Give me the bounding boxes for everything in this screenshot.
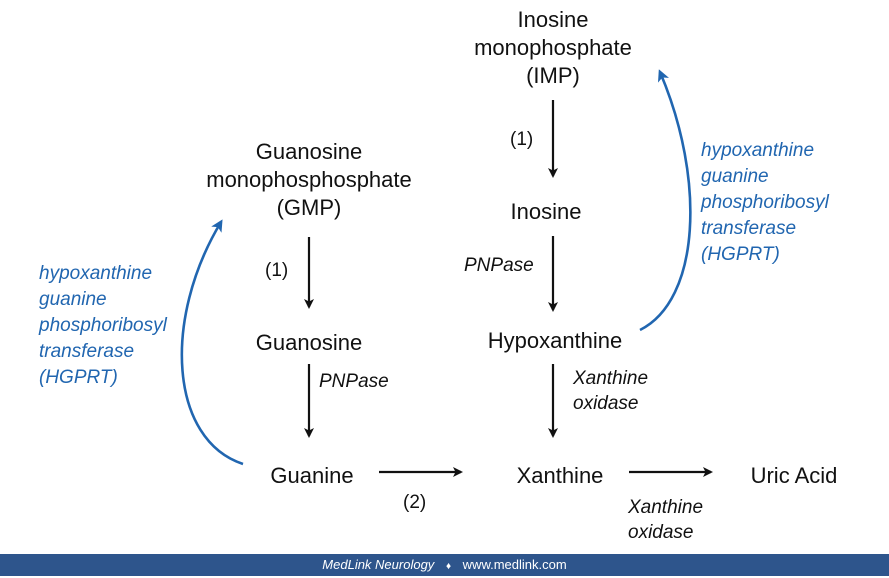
enzyme-hgprt-right: hypoxanthine guanine phosphoribosyl tran… — [701, 138, 829, 268]
enzyme-hgprt-right-line-2: guanine — [701, 166, 769, 187]
footer-url[interactable]: www.medlink.com — [462, 557, 567, 572]
enzyme-xanthine-oxidase-1-line-2: oxidase — [573, 393, 639, 414]
node-gmp-line-2: monophosphosphate — [206, 167, 412, 192]
node-imp-line-1: Inosine — [517, 7, 589, 32]
enzyme-xanthine-oxidase-1: Xanthine oxidase — [573, 366, 648, 416]
step-label-guanine-xanthine: (2) — [403, 492, 427, 513]
enzyme-pnpase-inosine: PNPase — [464, 255, 534, 276]
node-hypoxanthine: Hypoxanthine — [487, 328, 623, 353]
enzyme-pnpase-guanosine: PNPase — [319, 371, 389, 392]
arrow-guanine-to-gmp — [180, 219, 244, 466]
pathway-arrows — [180, 69, 713, 477]
node-imp-line-3: (IMP) — [526, 63, 580, 88]
enzyme-hgprt-left-line-1: hypoxanthine — [39, 263, 153, 284]
arrow-hypoxanthine-to-imp — [639, 69, 692, 332]
footer-brand: MedLink Neurology — [322, 557, 435, 572]
step-label-gmp-guanosine: (1) — [265, 260, 289, 281]
node-uric-acid: Uric Acid — [750, 463, 838, 488]
enzyme-hgprt-left-line-2: guanine — [39, 289, 107, 310]
enzyme-xanthine-oxidase-2-line-2: oxidase — [628, 522, 694, 543]
node-xanthine: Xanthine — [516, 463, 604, 488]
node-guanine: Guanine — [270, 463, 354, 488]
enzyme-xanthine-oxidase-2: Xanthine oxidase — [628, 495, 703, 545]
node-inosine: Inosine — [510, 199, 582, 224]
node-gmp-line-3: (GMP) — [276, 195, 342, 220]
node-imp: Inosine monophosphate (IMP) — [453, 6, 653, 90]
enzyme-hgprt-right-line-1: hypoxanthine — [701, 140, 815, 161]
enzyme-xanthine-oxidase-1-line-1: Xanthine — [573, 368, 649, 389]
enzyme-hgprt-right-line-3: phosphoribosyl — [701, 192, 829, 213]
footer-bar: MedLink Neurology ♦ www.medlink.com — [0, 554, 889, 576]
enzyme-hgprt-left-line-5: (HGPRT) — [39, 367, 118, 388]
enzyme-hgprt-left-line-4: transferase — [39, 341, 135, 362]
enzyme-hgprt-left: hypoxanthine guanine phosphoribosyl tran… — [39, 261, 167, 391]
footer-separator-icon: ♦ — [445, 561, 452, 572]
step-label-imp-inosine: (1) — [510, 129, 534, 150]
enzyme-xanthine-oxidase-2-line-1: Xanthine — [628, 497, 704, 518]
node-gmp: Guanosine monophosphosphate (GMP) — [189, 138, 429, 222]
node-gmp-line-1: Guanosine — [255, 139, 363, 164]
enzyme-hgprt-right-line-4: transferase — [701, 218, 797, 239]
enzyme-hgprt-right-line-5: (HGPRT) — [701, 244, 780, 265]
node-guanosine: Guanosine — [255, 330, 363, 355]
enzyme-hgprt-left-line-3: phosphoribosyl — [39, 315, 167, 336]
node-imp-line-2: monophosphate — [474, 35, 632, 60]
